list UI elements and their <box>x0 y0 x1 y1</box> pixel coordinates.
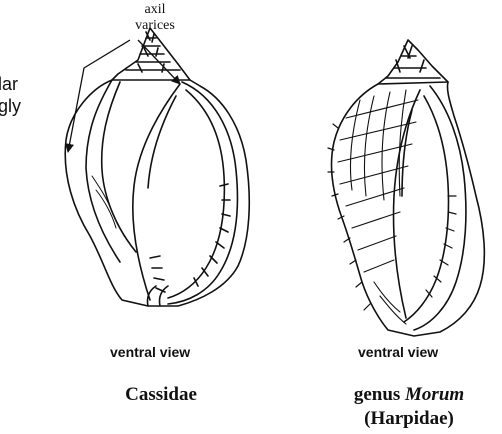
axil-varices-label: axil varices <box>120 2 190 34</box>
morum-shell-drawing <box>328 40 484 336</box>
cut-off-label-line2: gly <box>0 96 21 116</box>
cut-off-label-line1: lar <box>0 74 18 94</box>
cassidae-shell-drawing <box>65 28 249 306</box>
axil-label-line1: axil <box>120 2 190 18</box>
cassidae-view-label: ventral view <box>110 344 190 360</box>
morum-view-label: ventral view <box>358 344 438 360</box>
morum-genus-label: genus Morum <box>342 384 476 406</box>
morum-genus-word: genus <box>354 384 405 405</box>
axil-label-line2: varices <box>120 18 190 34</box>
annotation-arrows <box>68 40 180 152</box>
morum-family-label: (Harpidae) <box>342 408 476 430</box>
morum-genus-name: Morum <box>405 384 464 405</box>
cassidae-family-label: Cassidae <box>112 384 210 406</box>
